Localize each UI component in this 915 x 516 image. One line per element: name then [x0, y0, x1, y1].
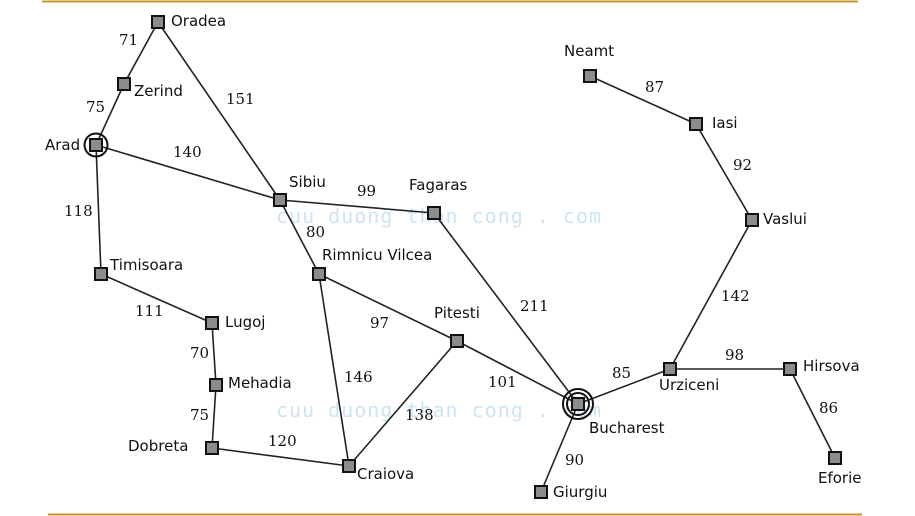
label-eforie: Eforie — [818, 469, 862, 487]
node-sibiu[interactable] — [273, 193, 287, 207]
road-pitesti-bucharest — [456, 340, 579, 405]
label-arad: Arad — [45, 136, 80, 154]
dist-arad-sibiu: 140 — [173, 143, 202, 161]
dist-oradea-zerind: 71 — [119, 31, 138, 49]
node-iasi[interactable] — [689, 117, 703, 131]
label-oradea: Oradea — [171, 12, 226, 30]
label-craiova: Craiova — [357, 465, 414, 483]
road-sibiu-fagaras — [279, 199, 435, 214]
dist-oradea-sibiu: 151 — [226, 90, 255, 108]
road-lugoj-mehadia — [211, 322, 217, 386]
dist-hirsova-eforie: 86 — [819, 399, 838, 417]
dist-iasi-neamt: 87 — [645, 78, 664, 96]
dist-rimnicu-pitesti: 97 — [370, 314, 389, 332]
node-giurgiu[interactable] — [534, 485, 548, 499]
road-rimnicu-craiova — [318, 273, 350, 467]
roads — [95, 21, 836, 493]
road-oradea-sibiu — [157, 21, 281, 201]
road-bucharest-urziceni — [577, 368, 671, 405]
dist-sibiu-rimnicu: 80 — [306, 223, 325, 241]
node-urziceni[interactable] — [663, 362, 677, 376]
label-neamt: Neamt — [564, 42, 614, 60]
node-oradea[interactable] — [151, 15, 165, 29]
node-fagaras[interactable] — [427, 206, 441, 220]
road-vaslui-iasi — [695, 123, 753, 221]
label-fagaras: Fagaras — [409, 176, 468, 194]
node-eforie[interactable] — [828, 451, 842, 465]
road-fagaras-bucharest — [433, 212, 579, 405]
road-timisoara-lugoj — [100, 273, 213, 324]
label-bucharest: Bucharest — [589, 419, 665, 437]
dist-lugoj-mehadia: 70 — [190, 344, 209, 362]
dist-rimnicu-craiova: 146 — [344, 368, 373, 386]
label-hirsova: Hirsova — [803, 357, 860, 375]
dist-urziceni-vaslui: 142 — [721, 287, 750, 305]
road-dobreta-craiova — [211, 447, 350, 467]
dist-mehadia-dobreta: 75 — [190, 406, 209, 424]
node-rimnicu-vilcea[interactable] — [312, 267, 326, 281]
road-rimnicu-pitesti — [318, 273, 458, 342]
distance-labels: 71 75 151 140 118 99 80 111 70 75 120 97… — [64, 31, 838, 469]
label-iasi: Iasi — [712, 114, 738, 132]
node-hirsova[interactable] — [783, 362, 797, 376]
node-pitesti[interactable] — [450, 334, 464, 348]
road-hirsova-eforie — [789, 368, 836, 459]
label-sibiu: Sibiu — [289, 173, 326, 191]
road-arad-sibiu — [95, 144, 281, 201]
bucharest-goal-ring-outer — [562, 388, 594, 420]
dist-dobreta-craiova: 120 — [268, 432, 297, 450]
label-vaslui: Vaslui — [763, 210, 807, 228]
node-craiova[interactable] — [342, 459, 356, 473]
node-neamt[interactable] — [583, 69, 597, 83]
dist-urziceni-hirsova: 98 — [725, 346, 744, 364]
node-timisoara[interactable] — [94, 267, 108, 281]
road-urziceni-vaslui — [669, 219, 753, 370]
label-rimnicu-vilcea: Rimnicu Vilcea — [322, 246, 432, 264]
road-oradea-zerind — [123, 21, 159, 85]
dist-bucharest-giurgiu: 90 — [565, 451, 584, 469]
label-mehadia: Mehadia — [228, 374, 292, 392]
dist-pitesti-craiova: 138 — [405, 406, 434, 424]
label-zerind: Zerind — [134, 82, 183, 100]
label-dobreta: Dobreta — [128, 437, 188, 455]
city-labels: Oradea Zerind Arad Sibiu Fagaras Timisoa… — [45, 12, 862, 501]
label-lugoj: Lugoj — [225, 313, 265, 331]
watermark-bottom: cuu duong than cong . com — [276, 398, 602, 422]
road-sibiu-rimnicu — [279, 199, 320, 275]
city-nodes — [89, 15, 842, 499]
road-arad-timisoara — [95, 144, 102, 275]
label-timisoara: Timisoara — [109, 256, 183, 274]
label-urziceni: Urziceni — [659, 376, 719, 394]
node-vaslui[interactable] — [745, 213, 759, 227]
road-mehadia-dobreta — [211, 384, 217, 449]
road-iasi-neamt — [589, 75, 697, 125]
dist-bucharest-urziceni: 85 — [612, 364, 631, 382]
node-mehadia[interactable] — [209, 378, 223, 392]
node-arad[interactable] — [89, 138, 103, 152]
node-lugoj[interactable] — [205, 316, 219, 330]
label-pitesti: Pitesti — [434, 304, 480, 322]
dist-timisoara-lugoj: 111 — [135, 302, 164, 320]
node-zerind[interactable] — [117, 77, 131, 91]
dist-sibiu-fagaras: 99 — [357, 182, 376, 200]
node-bucharest[interactable] — [571, 397, 585, 411]
bucharest-goal-ring-inner — [566, 392, 590, 416]
dist-vaslui-iasi: 92 — [733, 156, 752, 174]
arad-start-ring — [83, 132, 109, 158]
dist-zerind-arad: 75 — [86, 98, 105, 116]
road-pitesti-craiova — [348, 340, 458, 467]
node-dobreta[interactable] — [205, 441, 219, 455]
label-giurgiu: Giurgiu — [553, 483, 607, 501]
dist-pitesti-bucharest: 101 — [488, 373, 517, 391]
dist-arad-timisoara: 118 — [64, 202, 93, 220]
dist-fagaras-bucharest: 211 — [520, 297, 549, 315]
